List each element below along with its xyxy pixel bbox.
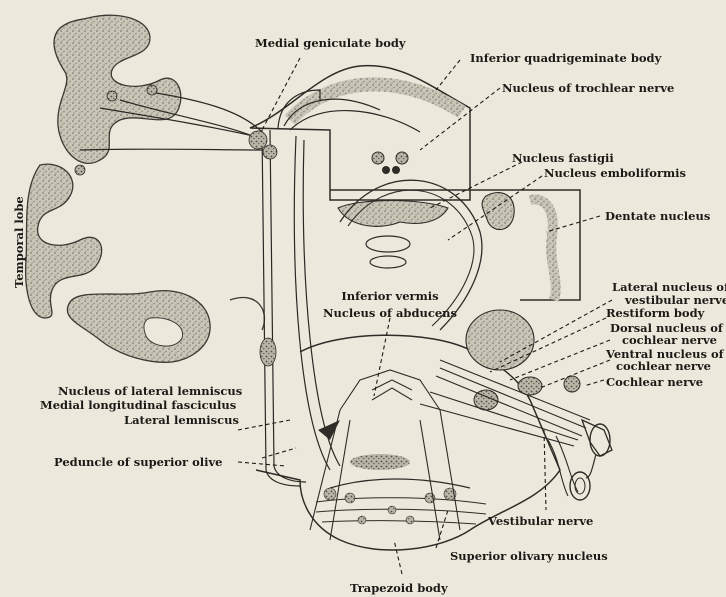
label-nucleus-trochlear-nerve: Nucleus of trochlear nerve bbox=[502, 82, 674, 94]
label-temporal-lobe: Temporal lobe bbox=[12, 196, 26, 288]
label-nucleus-emboliformis: Nucleus emboliformis bbox=[544, 167, 686, 179]
label-cochlear-nerve: Cochlear nerve bbox=[606, 376, 703, 388]
label-ventral-nucleus-cochlear-line2: cochlear nerve bbox=[616, 360, 711, 372]
label-lateral-nucleus-vestibular: Lateral nucleus of bbox=[612, 281, 726, 293]
label-dorsal-nucleus-cochlear-line2: cochlear nerve bbox=[622, 334, 717, 346]
label-nucleus-fastigii: Nucleus fastigii bbox=[512, 152, 614, 164]
label-vestibular-nerve: Vestibular nerve bbox=[488, 515, 593, 527]
label-dentate-nucleus: Dentate nucleus bbox=[605, 210, 710, 222]
label-restiform-body: Restiform body bbox=[606, 307, 704, 319]
label-nucleus-abducens: Nucleus of abducens bbox=[305, 307, 475, 319]
label-medial-geniculate-body: Medial geniculate body bbox=[255, 37, 406, 49]
cochlear-vestibular-region bbox=[420, 310, 612, 500]
label-inferior-quadrigeminate-body: Inferior quadrigeminate body bbox=[470, 52, 661, 64]
temporal-lobe-cortex bbox=[26, 15, 265, 362]
label-nucleus-lateral-lemniscus: Nucleus of lateral lemniscus bbox=[58, 385, 242, 397]
label-peduncle-superior-olive: Peduncle of superior olive bbox=[54, 456, 223, 468]
midbrain-section bbox=[250, 66, 470, 200]
label-lateral-nucleus-vestibular-line2: vestibular nerve bbox=[625, 294, 726, 306]
label-medial-longitudinal-fasciculus: Medial longitudinal fasciculus bbox=[40, 399, 236, 411]
label-lateral-lemniscus: Lateral lemniscus bbox=[124, 414, 239, 426]
label-trapezoid-body: Trapezoid body bbox=[350, 582, 448, 594]
label-inferior-vermis: Inferior vermis bbox=[325, 290, 455, 302]
label-superior-olivary-nucleus: Superior olivary nucleus bbox=[450, 550, 608, 562]
